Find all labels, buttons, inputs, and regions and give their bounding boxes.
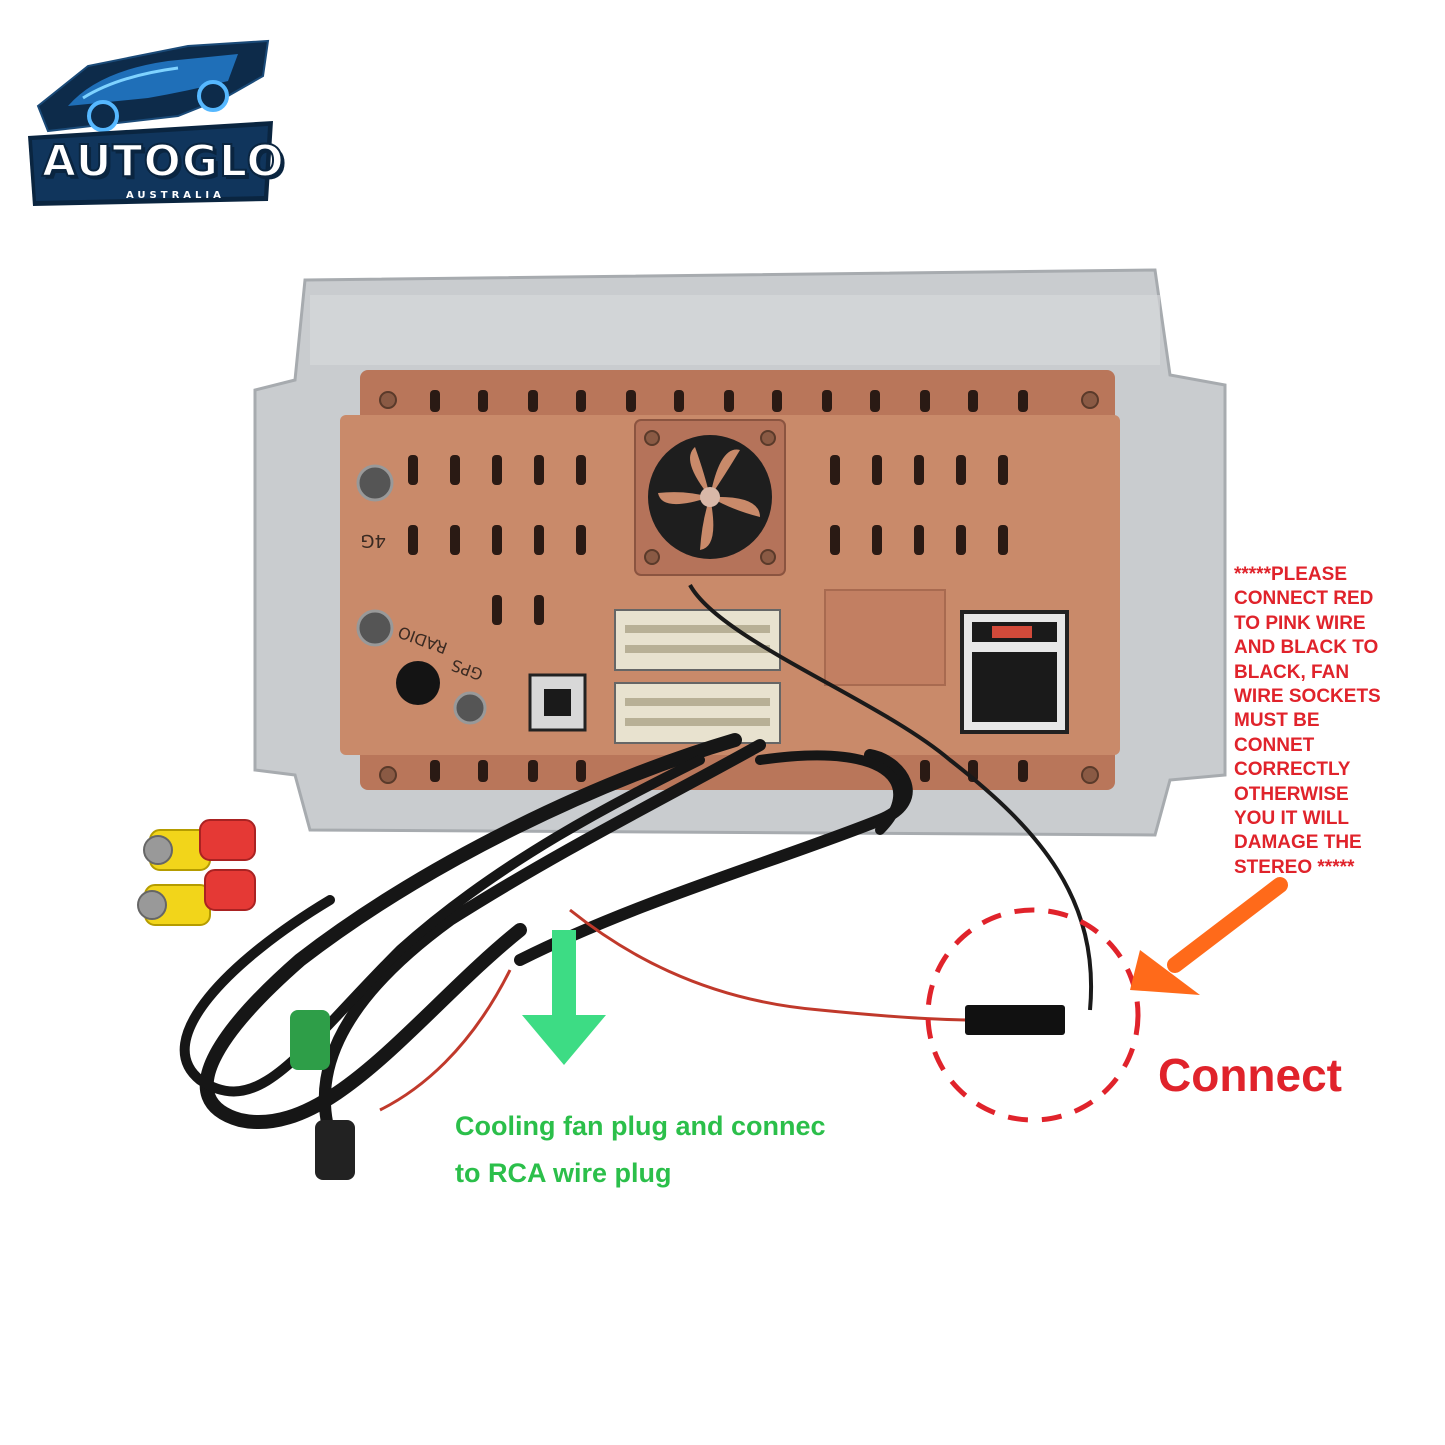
autoglo-logo: AUTOGLO AUSTRALIA [28, 36, 285, 211]
harness-connector-top [614, 609, 781, 671]
orange-arrow-icon [1130, 877, 1288, 995]
cooling-fan-instruction: Cooling fan plug and connec to RCA wire … [455, 1103, 826, 1197]
gps-connector [396, 661, 440, 705]
harness-connector-bottom [614, 682, 781, 744]
4g-antenna-connector [356, 464, 394, 502]
cooling-fan-icon [634, 419, 786, 576]
cooling-line-2: to RCA wire plug [455, 1158, 672, 1188]
logo-wordmark: AUTOGLO [41, 135, 285, 188]
logo-subtitle: AUSTRALIA [126, 190, 225, 201]
fan-red-wire [569, 908, 976, 1022]
logo-car-icon [28, 39, 273, 206]
label-4g: 4G [361, 530, 386, 551]
green-down-arrow-icon [522, 930, 606, 1065]
wiring-warning-text: *****PLEASE CONNECT RED TO PINK WIRE AND… [1234, 564, 1381, 878]
stereo-back-panel: 4G RADIO GPS [253, 268, 1227, 837]
connect-label: Connect [1158, 1049, 1342, 1101]
rca-plugs [137, 819, 355, 1180]
fan-plug [965, 1005, 1065, 1035]
radio-antenna-connector [356, 609, 394, 647]
cooling-line-1: Cooling fan plug and connec [455, 1111, 826, 1141]
connect-highlight-circle [925, 907, 1141, 1123]
